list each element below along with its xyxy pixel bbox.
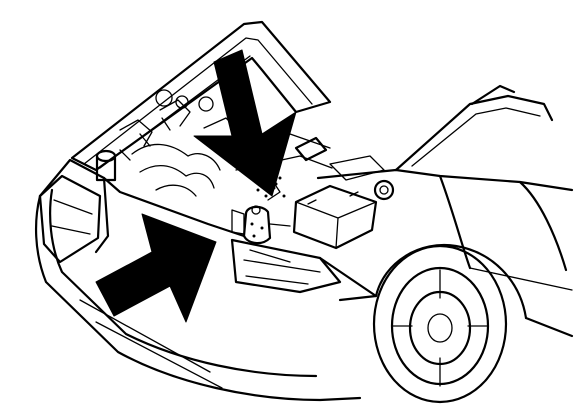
front-wheel [372,244,508,404]
front-bumper [34,158,362,402]
right-headlight [230,238,378,302]
arrow-top [193,49,297,197]
arrow-left [95,213,217,323]
open-bonnet [70,20,332,172]
car-body [316,168,574,338]
windscreen [394,84,554,172]
left-headlight [38,174,102,264]
